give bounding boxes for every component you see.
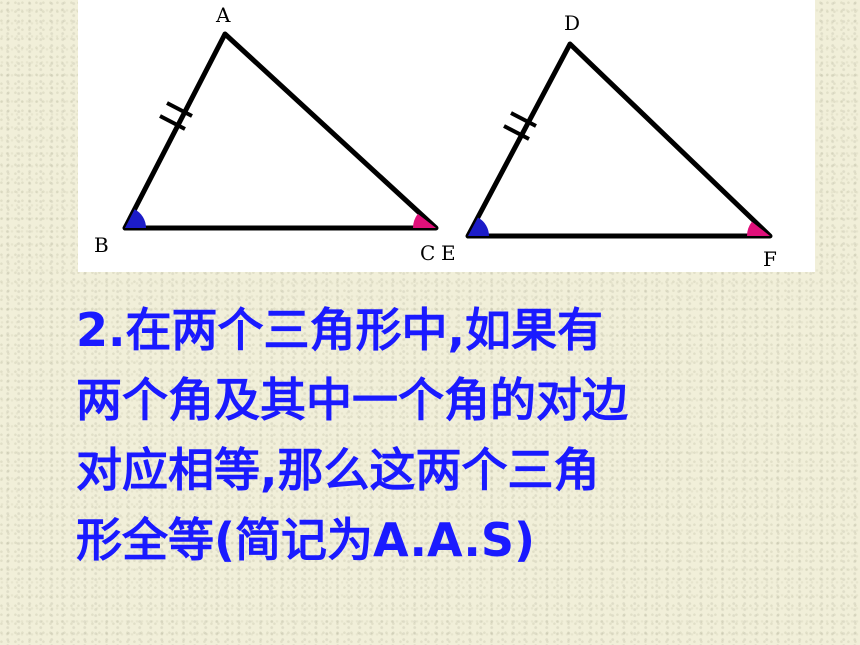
angle-f-mark	[746, 221, 770, 236]
theorem-line-4: 形全等(简记为A.A.S)	[76, 513, 536, 567]
diagram-panel: A B C D E F	[78, 0, 815, 272]
vertex-label-a: A	[215, 3, 231, 27]
theorem-text: 2.在两个三角形中,如果有 两个角及其中一个角的对边 对应相等,那么这两个三角 …	[76, 295, 846, 575]
vertex-label-e: E	[441, 241, 456, 265]
angle-e-mark	[468, 217, 489, 236]
triangle-def-outline	[465, 41, 773, 239]
triangle-abc-outline	[122, 31, 439, 231]
vertex-label-d: D	[564, 11, 580, 35]
angle-c-mark	[412, 213, 436, 228]
triangle-def: D E F	[441, 11, 777, 271]
theorem-line-2: 两个角及其中一个角的对边	[76, 373, 628, 427]
tick-mark-de-1	[503, 124, 530, 141]
angle-b-mark	[125, 209, 147, 228]
vertex-label-f: F	[763, 247, 777, 271]
vertex-label-b: B	[94, 233, 109, 257]
vertex-label-c: C	[420, 241, 435, 265]
theorem-line-3: 对应相等,那么这两个三角	[76, 443, 600, 497]
theorem-line-1: 2.在两个三角形中,如果有	[76, 303, 603, 357]
tick-mark-ab-2	[166, 101, 193, 118]
tick-mark-ab-1	[159, 114, 186, 131]
triangle-abc: A B C	[94, 3, 439, 265]
tick-mark-de-2	[510, 111, 537, 128]
triangles-diagram: A B C D E F	[94, 3, 777, 271]
